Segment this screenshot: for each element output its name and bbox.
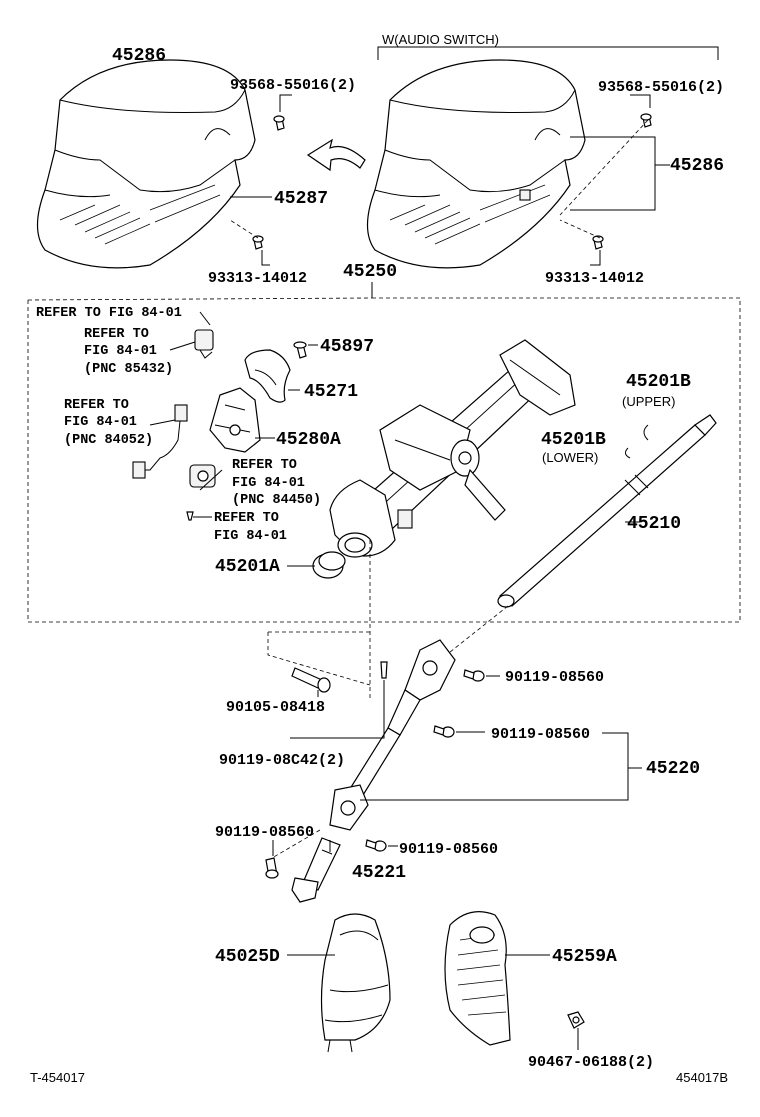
yoke-45221	[291, 837, 341, 903]
footer-right-code: 454017B	[676, 1070, 728, 1085]
label-45287: 45287	[274, 189, 328, 209]
label-93568-right: 93568-55016(2)	[598, 79, 724, 96]
label-45897: 45897	[320, 337, 374, 357]
label-90119-08560-c: 90119-08560	[215, 824, 314, 841]
screw-93568-right	[640, 113, 652, 128]
label-90105-08418: 90105-08418	[226, 699, 325, 716]
label-45286-left: 45286	[112, 46, 166, 66]
label-45210: 45210	[627, 514, 681, 534]
ref-pin-line2: FIG 84-01	[214, 529, 287, 544]
ref-84052-line2: FIG 84-01	[64, 415, 137, 430]
label-upper: (UPPER)	[622, 394, 675, 409]
ref-85432-line3: (PNC 85432)	[84, 362, 173, 377]
column-cover-left	[36, 59, 256, 269]
label-90119-08560-b: 90119-08560	[491, 726, 590, 743]
label-45025d: 45025D	[215, 947, 280, 967]
ref-84052-line1: REFER TO	[64, 398, 129, 413]
label-93568-left: 93568-55016(2)	[230, 77, 356, 94]
part-84450	[189, 464, 216, 488]
label-45221: 45221	[352, 863, 406, 883]
shaft-45210	[497, 414, 717, 608]
bolt-90119-d	[365, 839, 387, 852]
pin-84-01	[186, 511, 194, 521]
wire-84052	[132, 404, 188, 479]
part-45280a	[209, 387, 261, 453]
label-45201b-upper: 45201B	[626, 372, 691, 392]
label-45259a: 45259A	[552, 947, 617, 967]
audio-switch-bracket: W(AUDIO SWITCH)	[377, 32, 719, 60]
boot-45259a	[444, 911, 511, 1046]
boot-45025d	[320, 913, 391, 1053]
direction-arrow	[306, 138, 366, 172]
ref-85432-line2: FIG 84-01	[84, 344, 157, 359]
clip-45201b-upper	[643, 424, 649, 441]
label-93313-right: 93313-14012	[545, 270, 644, 287]
ref-fig-84-01-top: REFER TO FIG 84-01	[36, 306, 182, 321]
clip-90467	[567, 1011, 585, 1029]
label-45280a: 45280A	[276, 430, 341, 450]
label-93313-left: 93313-14012	[208, 270, 307, 287]
label-90119-08560-a: 90119-08560	[505, 669, 604, 686]
clip-45201b-lower	[624, 447, 631, 459]
ref-84450-line2: FIG 84-01	[232, 476, 305, 491]
label-90119-08560-d: 90119-08560	[399, 841, 498, 858]
bolt-90105	[291, 667, 331, 693]
label-45250: 45250	[343, 262, 397, 282]
ref-pin-line1: REFER TO	[214, 511, 279, 526]
bolt-90119-b	[433, 725, 455, 738]
bolt-90119-08c42	[380, 661, 388, 679]
ref-85432-line1: REFER TO	[84, 327, 149, 342]
part-45271	[244, 349, 291, 403]
ring-45201a	[312, 551, 346, 579]
ref-84052-line3: (PNC 84052)	[64, 433, 153, 448]
bolt-90119-c	[265, 857, 279, 879]
intermediate-shaft-45220	[329, 639, 456, 831]
ref-84450-line1: REFER TO	[232, 458, 297, 473]
audio-switch-label: W(AUDIO SWITCH)	[382, 32, 499, 47]
part-45897	[293, 341, 307, 359]
bolt-90119-a	[463, 669, 485, 682]
label-90119-08c42: 90119-08C42(2)	[219, 752, 345, 769]
label-45201a: 45201A	[215, 557, 280, 577]
label-45220: 45220	[646, 759, 700, 779]
label-lower: (LOWER)	[542, 450, 598, 465]
ref-84450-line3: (PNC 84450)	[232, 493, 321, 508]
column-cover-right	[366, 59, 586, 269]
label-90467: 90467-06188(2)	[528, 1054, 654, 1071]
label-45271: 45271	[304, 382, 358, 402]
screw-93568-left	[273, 115, 285, 131]
switch-85432	[194, 329, 214, 359]
label-45201b-lower: 45201B	[541, 430, 606, 450]
steering-column	[329, 339, 576, 558]
screw-93313-left	[252, 235, 264, 250]
footer-left-code: T-454017	[30, 1070, 85, 1085]
label-45286-right: 45286	[670, 156, 724, 176]
screw-93313-right	[592, 235, 604, 250]
